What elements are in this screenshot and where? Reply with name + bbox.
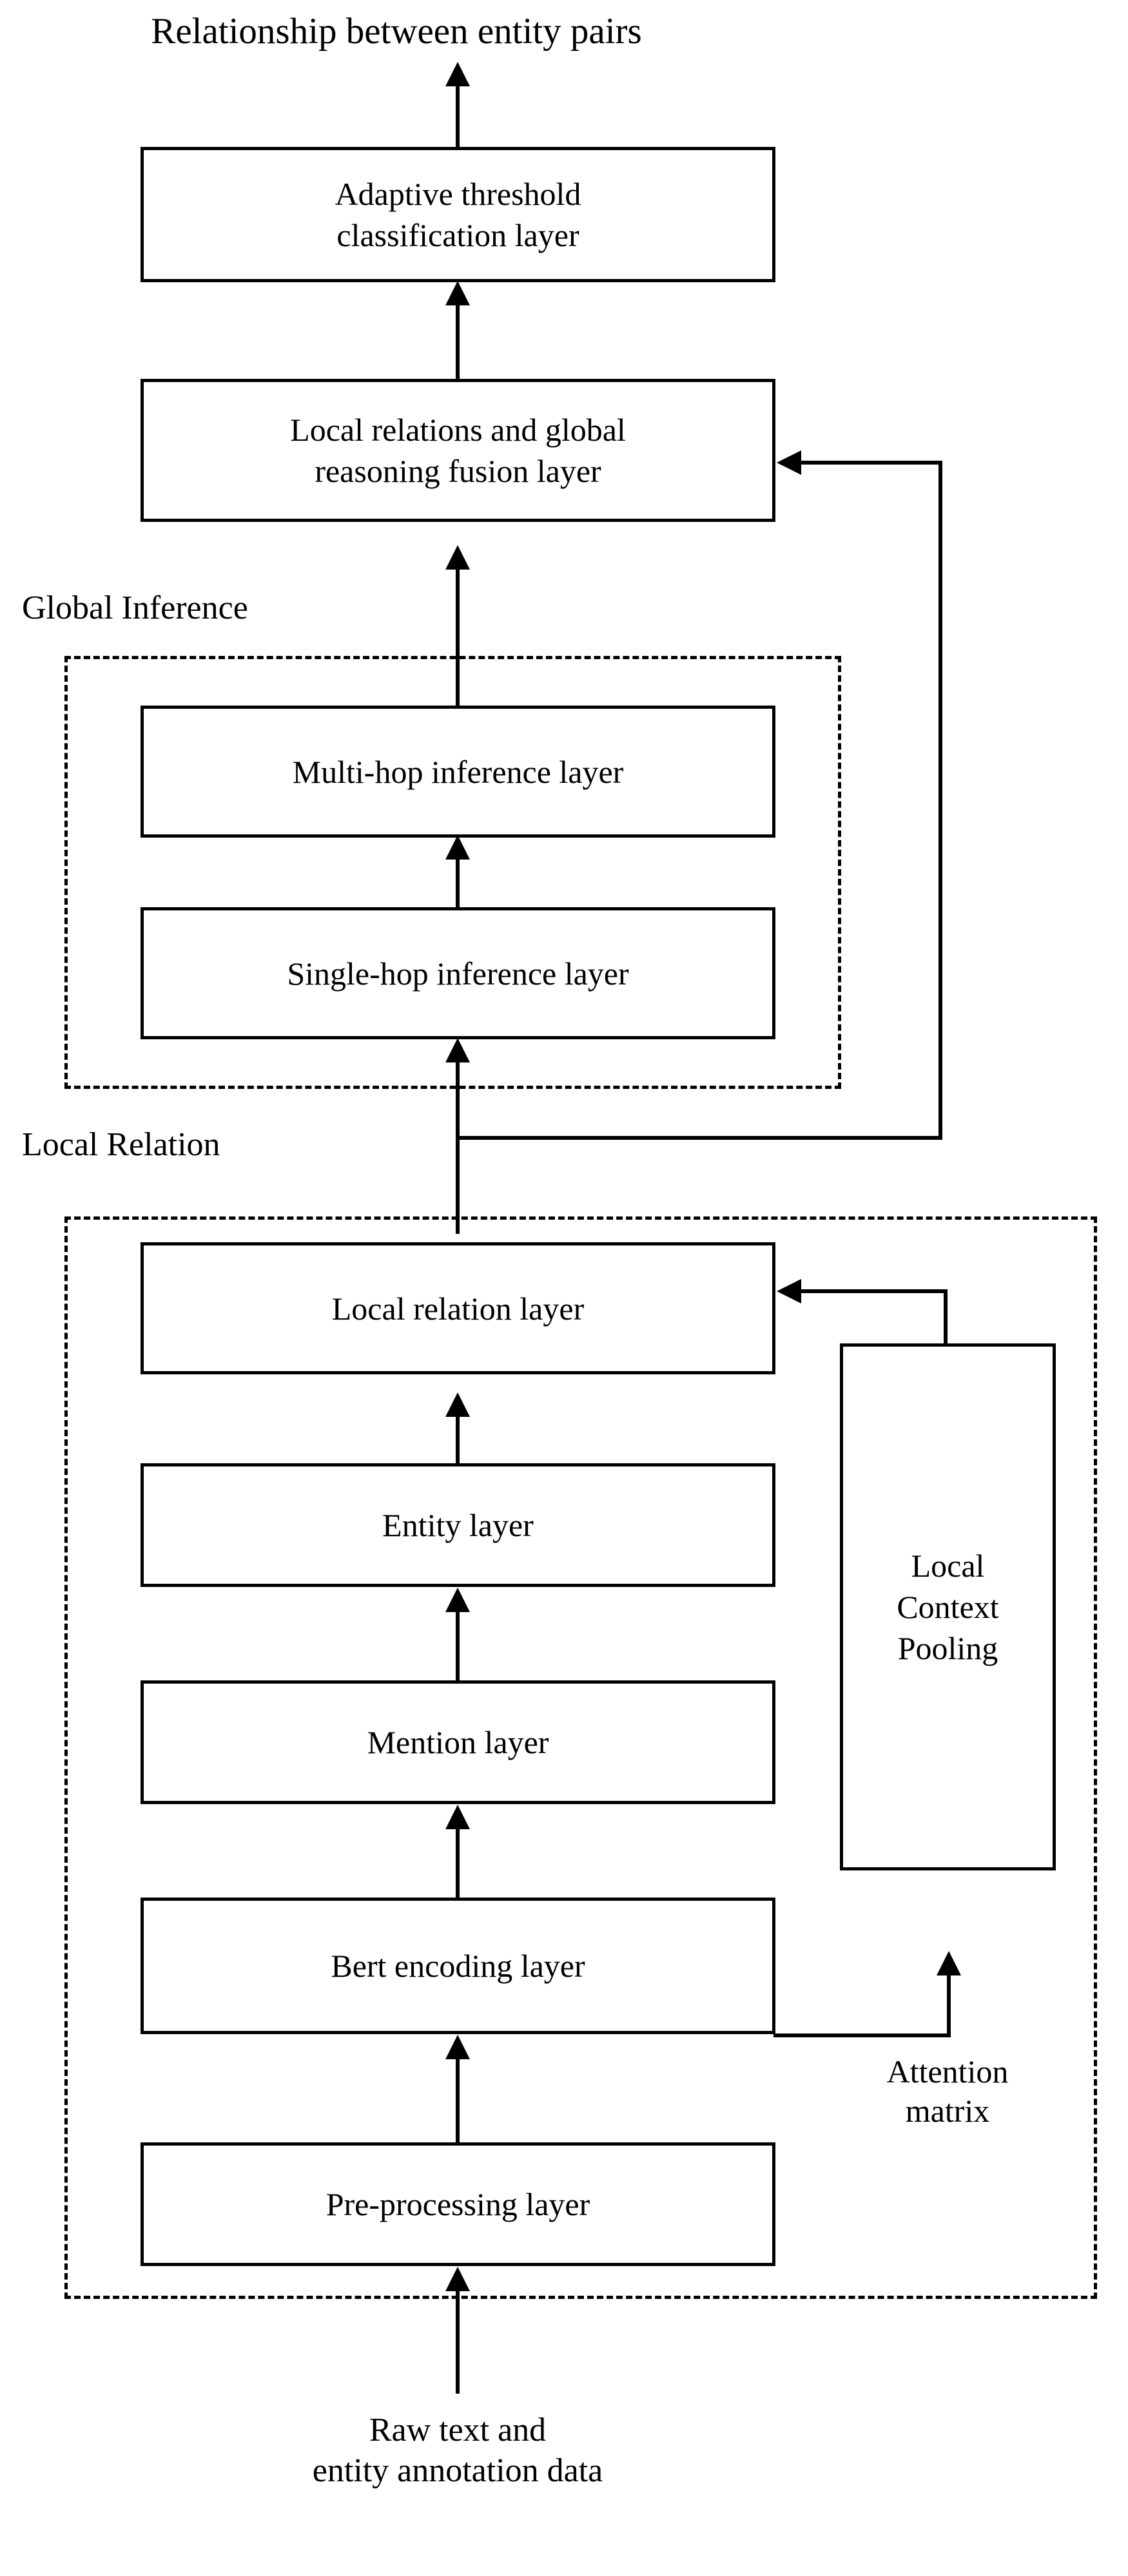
feedback-horizontal-lower [456, 1136, 942, 1140]
arrowhead-entity-to-localrelation [445, 1392, 470, 1417]
connector-trunk-into-global-group [456, 1060, 460, 1099]
arrowhead-pooling-into-localrelation [777, 1279, 801, 1303]
input-label-line2: entity annotation data [312, 2452, 603, 2490]
connector-adaptive-to-output [456, 84, 460, 148]
input-label-raw-text: Raw text and entity annotation data [135, 2410, 780, 2492]
box-multi-hop-text: Multi-hop inference layer [292, 753, 624, 790]
box-pre-processing-layer-text: Pre-processing layer [326, 2186, 590, 2222]
arrowhead-trunk-to-singlehop [445, 1038, 470, 1062]
connector-preprocessing-to-bert [456, 2057, 460, 2142]
arrowhead-attention-into-pooling [937, 1951, 961, 1975]
feedback-horizontal-upper [801, 461, 942, 465]
connector-input-to-preprocessing [456, 2313, 460, 2394]
group-label-global-inference: Global Inference [22, 590, 248, 626]
box-bert-encoding-layer-text: Bert encoding layer [331, 1948, 585, 1984]
attention-path-vertical [947, 1973, 951, 2036]
arrowhead-adaptive-to-output [445, 62, 470, 86]
feedback-vertical-riser [938, 463, 942, 1140]
input-label-line1: Raw text and [369, 2412, 547, 2448]
box-entity-layer-text: Entity layer [382, 1507, 534, 1543]
box-single-hop-text: Single-hop inference layer [287, 955, 629, 992]
label-attention-matrix-line2: matrix [905, 2093, 990, 2129]
connector-singlehop-to-multihop [456, 857, 460, 907]
connector-entity-to-localrelation [456, 1414, 460, 1465]
connector-pooling-to-localrelation-horizontal [801, 1289, 948, 1293]
connector-input-to-preprocessing-upper [456, 2289, 460, 2318]
box-local-relation-layer[interactable]: Local relation layer [141, 1242, 775, 1374]
label-attention-matrix-line1: Attention [886, 2053, 1009, 2090]
box-single-hop-inference-layer[interactable]: Single-hop inference layer [141, 907, 775, 1039]
arrowhead-mention-to-entity [445, 1588, 470, 1612]
group-label-local-relation: Local Relation [22, 1126, 220, 1163]
box-local-relation-layer-text: Local relation layer [331, 1290, 585, 1327]
connector-pooling-to-localrelation-vertical [944, 1291, 948, 1375]
arrowhead-multihop-to-fusion [445, 545, 470, 570]
arrowhead-bert-to-mention [445, 1805, 470, 1829]
box-pre-processing-layer[interactable]: Pre-processing layer [141, 2142, 775, 2266]
arrowhead-input-to-preprocessing [445, 2267, 470, 2291]
dashed-group-local-relation [64, 1216, 1097, 2299]
dashed-group-global-inference [64, 656, 841, 1089]
box-bert-encoding-layer[interactable]: Bert encoding layer [141, 1898, 775, 2034]
connector-localrelation-to-singlehop [456, 1095, 460, 1234]
box-mention-layer-text: Mention layer [367, 1724, 549, 1760]
arrowhead-fusion-to-adaptive [445, 281, 470, 305]
connector-fusion-to-adaptive [456, 303, 460, 380]
connector-multihop-to-fusion [456, 567, 460, 706]
box-entity-layer[interactable]: Entity layer [141, 1463, 775, 1587]
connector-mention-to-entity [456, 1610, 460, 1680]
arrowhead-singlehop-to-multihop [445, 835, 470, 860]
box-mention-layer[interactable]: Mention layer [141, 1680, 775, 1804]
box-multi-hop-inference-layer[interactable]: Multi-hop inference layer [141, 706, 775, 838]
connector-bert-to-mention [456, 1827, 460, 1898]
arrowhead-preprocessing-to-bert [445, 2035, 470, 2059]
attention-path-horizontal [773, 2033, 951, 2037]
output-label-relationship: Relationship between entity pairs [151, 11, 642, 52]
arrowhead-feedback-into-fusion [777, 450, 801, 475]
